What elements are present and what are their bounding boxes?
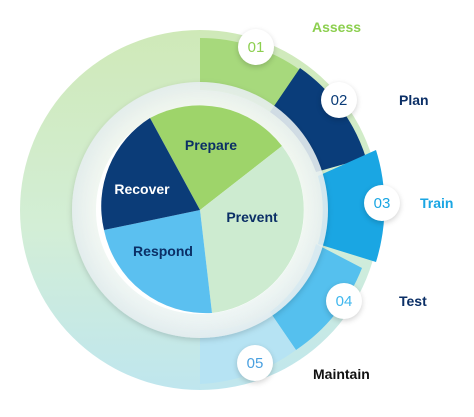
core-respond bbox=[104, 210, 212, 314]
step-label-maintain: Maintain bbox=[313, 366, 370, 382]
badge-01: 01 bbox=[238, 29, 274, 65]
badge-03: 03 bbox=[364, 185, 400, 221]
badge-02: 02 bbox=[321, 82, 357, 118]
step-label-test: Test bbox=[399, 293, 427, 309]
core-label-respond: Respond bbox=[133, 243, 193, 259]
core-label-recover: Recover bbox=[114, 181, 170, 197]
step-label-train: Train bbox=[420, 195, 454, 211]
core-prevent bbox=[200, 146, 304, 313]
badge-04: 04 bbox=[326, 283, 362, 319]
badge-05: 05 bbox=[237, 345, 273, 381]
core-prepare bbox=[150, 105, 282, 210]
segment-assess bbox=[200, 37, 300, 112]
badge-03-number: 03 bbox=[373, 194, 391, 212]
badge-01-number: 01 bbox=[247, 38, 265, 56]
step-label-plan: Plan bbox=[399, 92, 429, 108]
badge-05-number: 05 bbox=[246, 354, 264, 372]
segment-plan bbox=[270, 68, 366, 172]
badge-02-number: 02 bbox=[330, 91, 348, 109]
core-label-prevent: Prevent bbox=[226, 209, 278, 225]
segment-train bbox=[318, 150, 385, 262]
step-label-assess: Assess bbox=[312, 19, 362, 35]
core-recover bbox=[101, 118, 200, 230]
core-label-prepare: Prepare bbox=[184, 137, 238, 153]
segment-test bbox=[270, 244, 362, 350]
badge-04-number: 04 bbox=[335, 292, 353, 310]
